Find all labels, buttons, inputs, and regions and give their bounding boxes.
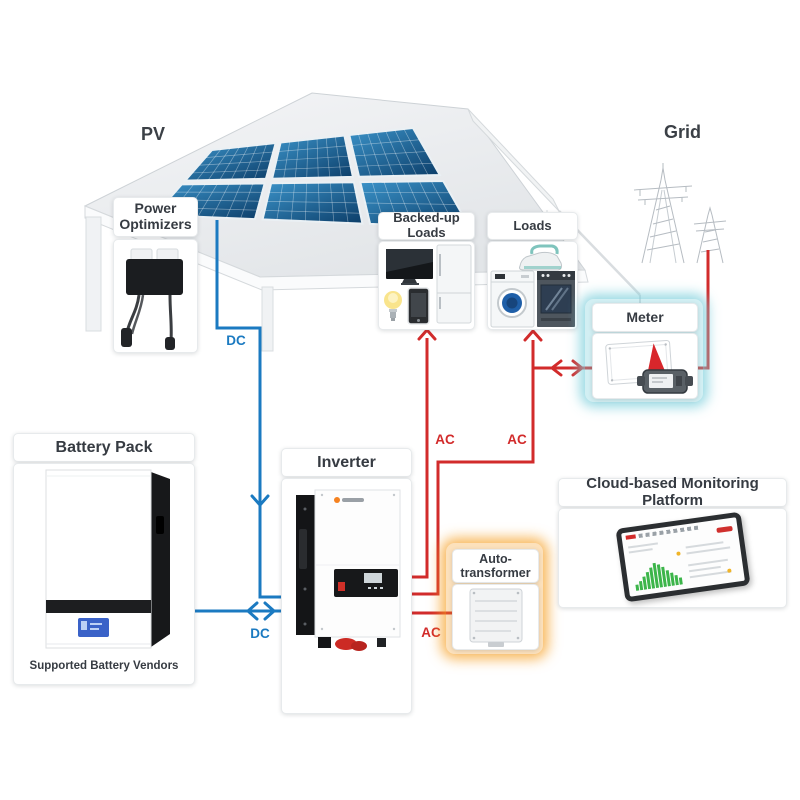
battery-pack-label: Battery Pack — [13, 433, 195, 462]
loads-label: Loads — [487, 212, 578, 240]
inverter-icon — [296, 489, 401, 651]
grid-label: Grid — [663, 122, 701, 142]
washing-machine-icon — [490, 270, 535, 328]
tv-icon — [386, 249, 433, 285]
cloud-platform-label: Cloud-based Monitoring Platform — [558, 475, 787, 508]
fridge-icon — [436, 244, 472, 324]
dashboard-logo — [625, 534, 636, 540]
backed-up-loads-label: Backed-up Loads — [378, 211, 475, 240]
iron-icon — [519, 244, 563, 271]
smartphone-icon — [407, 287, 430, 325]
lightbulb-icon — [384, 291, 402, 321]
battery-icon — [45, 469, 170, 649]
power-optimizers-label: Power Optimizers — [113, 197, 198, 237]
auto-transformer-label: Auto- transformer — [452, 549, 539, 583]
dc-wires — [194, 220, 282, 621]
meter-icon — [605, 339, 693, 394]
transformer-icon — [469, 588, 523, 647]
dc-label-pv: DC — [226, 333, 246, 348]
dashboard-bar-chart — [633, 560, 683, 591]
auto-transformer-image — [452, 584, 539, 650]
battery-pack-image: Supported Battery Vendors — [13, 463, 195, 685]
power-optimizers-image — [113, 239, 198, 353]
loads-image — [487, 241, 578, 330]
meter-image — [592, 333, 698, 399]
ac-label-loads: AC — [507, 432, 527, 447]
stove-icon — [537, 271, 575, 327]
backed-up-loads-image — [378, 241, 475, 330]
ac-label-transformer: AC — [421, 625, 441, 640]
dashboard-button — [716, 525, 733, 534]
dashboard-toolbar — [638, 525, 699, 538]
dc-label-battery: DC — [250, 626, 270, 641]
ct-meter-device — [637, 369, 693, 394]
inverter-image — [281, 478, 412, 714]
ac-wires — [410, 250, 710, 615]
meter-label: Meter — [592, 303, 698, 332]
inverter-label: Inverter — [281, 448, 412, 477]
grid-towers — [633, 163, 727, 264]
battery-caption: Supported Battery Vendors — [29, 660, 179, 672]
ac-label-backed-up: AC — [435, 432, 455, 447]
power-optimizer-icon — [121, 248, 183, 350]
pv-label: PV — [140, 124, 165, 144]
